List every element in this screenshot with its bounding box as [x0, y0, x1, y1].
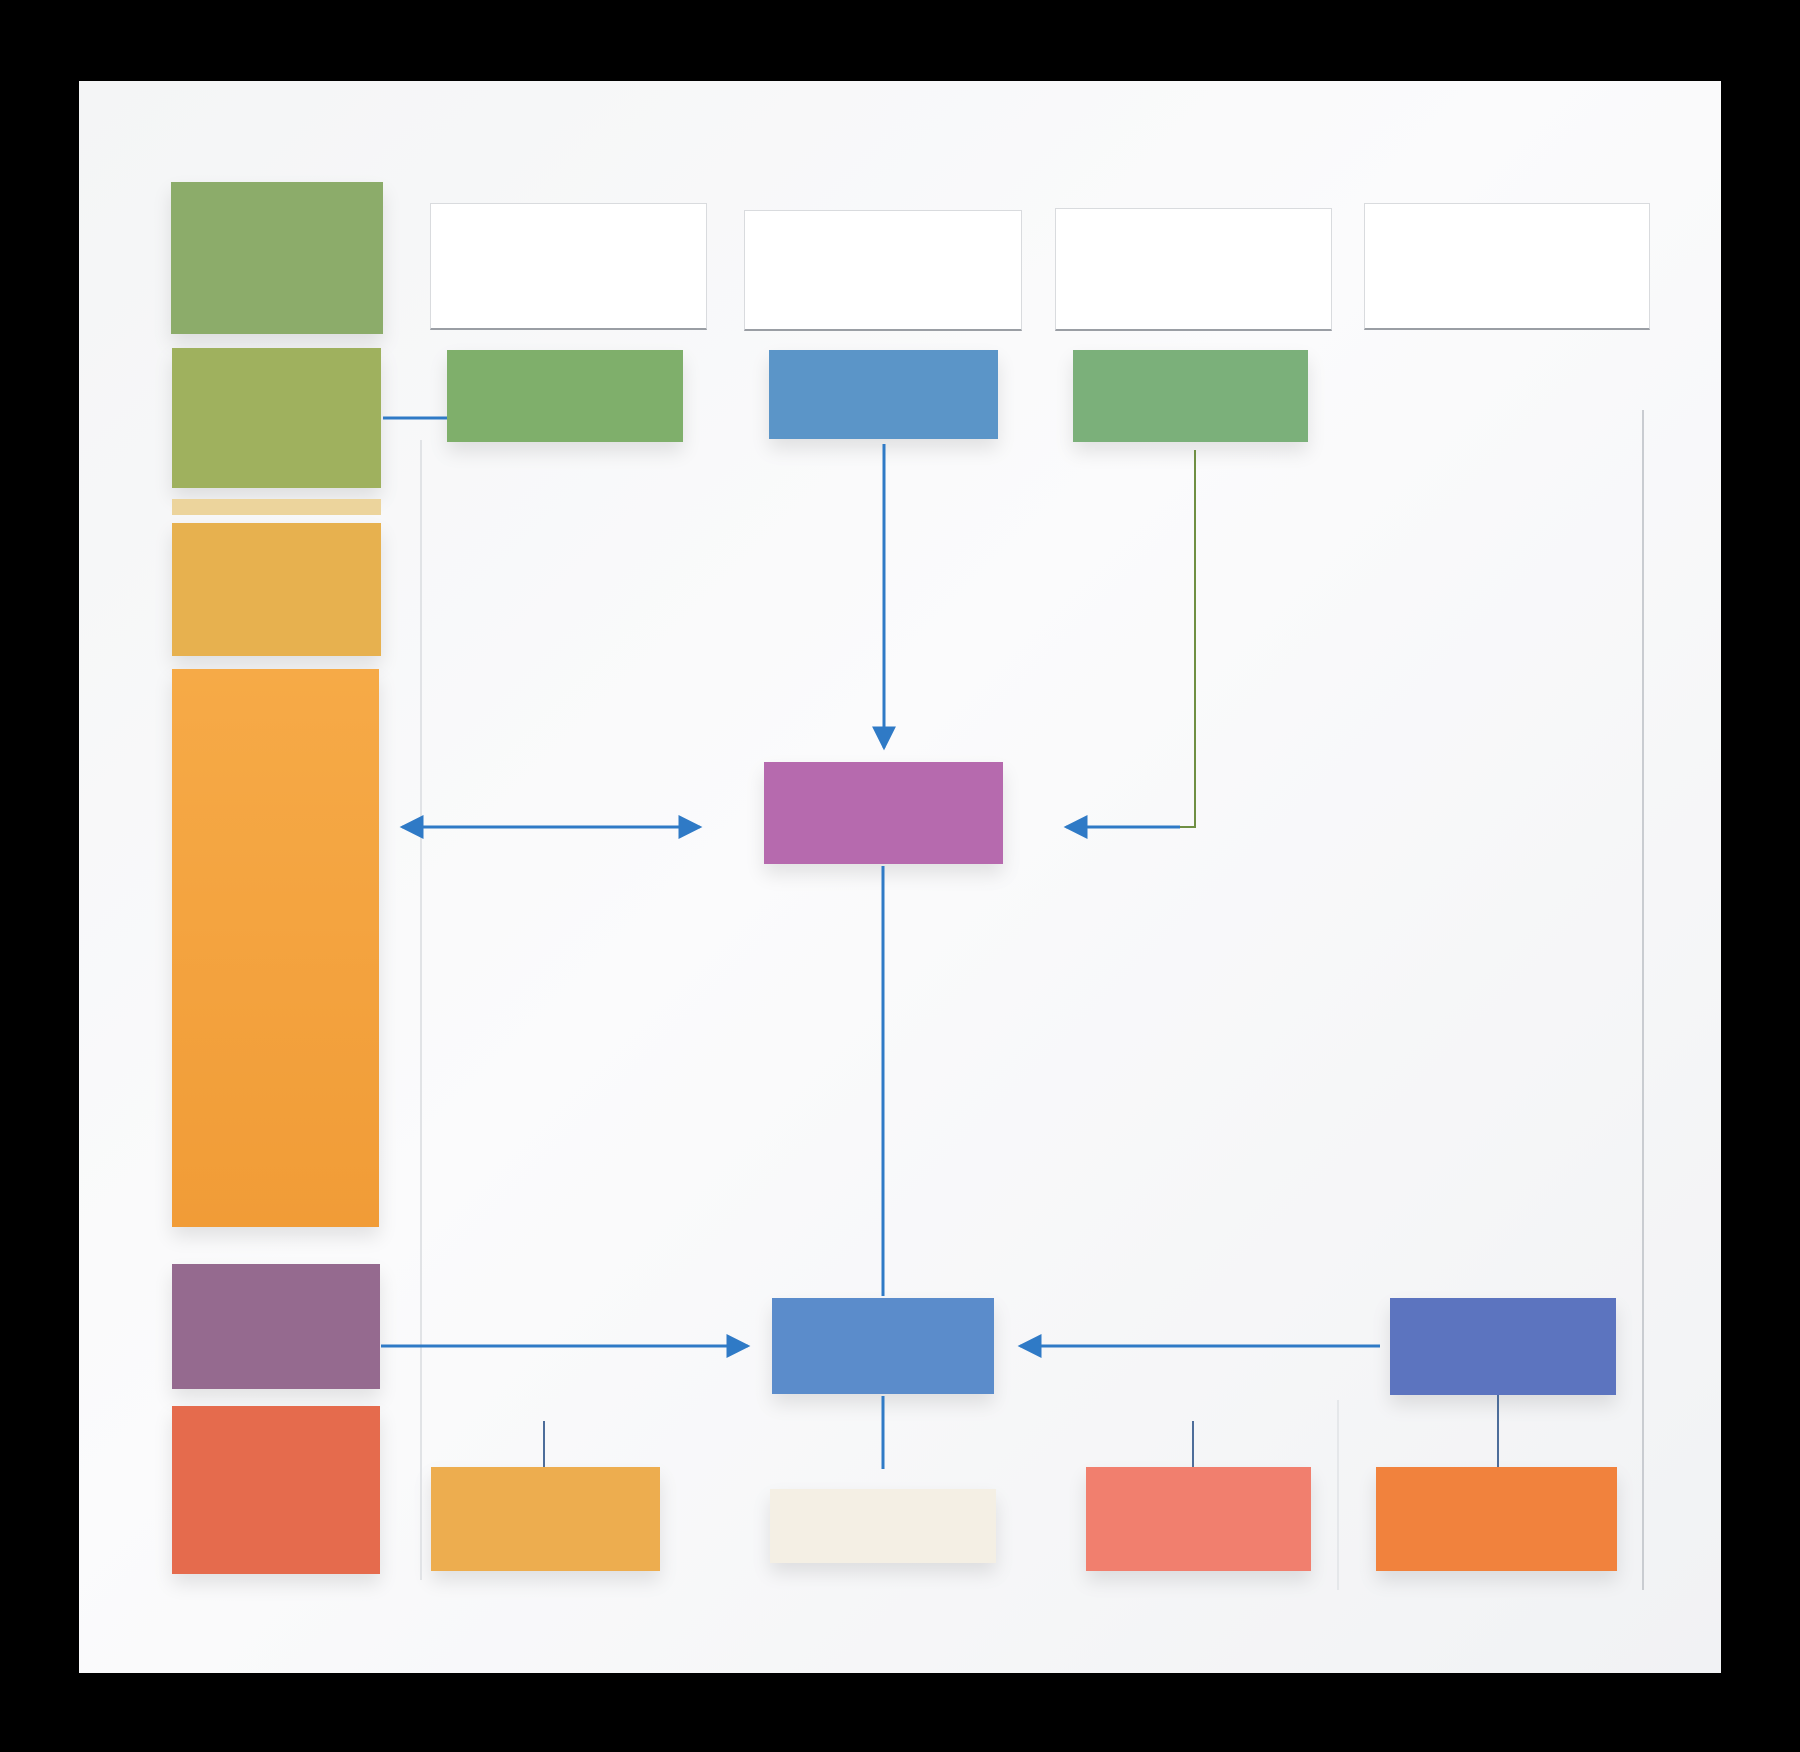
column-header-3: [1055, 208, 1332, 331]
column-header-2: [744, 210, 1022, 331]
side-box-3: [172, 523, 381, 656]
side-box-6: [172, 1406, 380, 1574]
side-divider: [172, 499, 381, 515]
side-box-2: [172, 348, 381, 488]
bottom-box-2: [770, 1489, 996, 1563]
column-header-1: [430, 203, 707, 330]
bottom-box-3: [1086, 1467, 1311, 1571]
side-box-1: [171, 182, 383, 334]
top-box-2: [769, 350, 998, 439]
hub-box: [772, 1298, 994, 1394]
bottom-box-1: [431, 1467, 660, 1571]
connector-top3-center: [1066, 450, 1196, 828]
center-process-box: [764, 762, 1003, 864]
right-box: [1390, 1298, 1616, 1395]
side-box-4: [172, 669, 379, 1227]
top-box-1: [447, 350, 683, 442]
column-header-4: [1364, 203, 1650, 330]
bottom-box-4: [1376, 1467, 1617, 1571]
top-box-3: [1073, 350, 1308, 442]
side-box-5: [172, 1264, 380, 1389]
